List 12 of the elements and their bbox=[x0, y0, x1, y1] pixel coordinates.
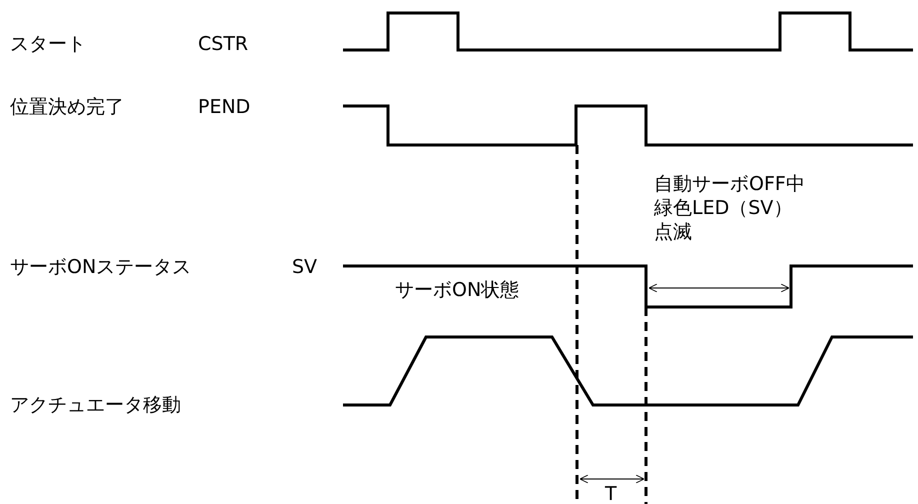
note-text: 緑色LED（SV） bbox=[654, 197, 792, 219]
note-text: 自動サーボOFF中 bbox=[654, 173, 805, 195]
signal-name: 位置決め完了 bbox=[10, 96, 124, 118]
signal-code: SV bbox=[292, 256, 318, 278]
signal-code: PEND bbox=[198, 96, 250, 118]
signal-name: スタート bbox=[10, 33, 86, 55]
signal-code: CSTR bbox=[198, 33, 248, 55]
state-label: サーボON状態 bbox=[395, 279, 520, 301]
dimension-label: T bbox=[605, 483, 617, 504]
signal-name: アクチュエータ移動 bbox=[10, 394, 181, 416]
signal-name: サーボONステータス bbox=[10, 256, 192, 278]
note-text: 点滅 bbox=[654, 221, 692, 243]
